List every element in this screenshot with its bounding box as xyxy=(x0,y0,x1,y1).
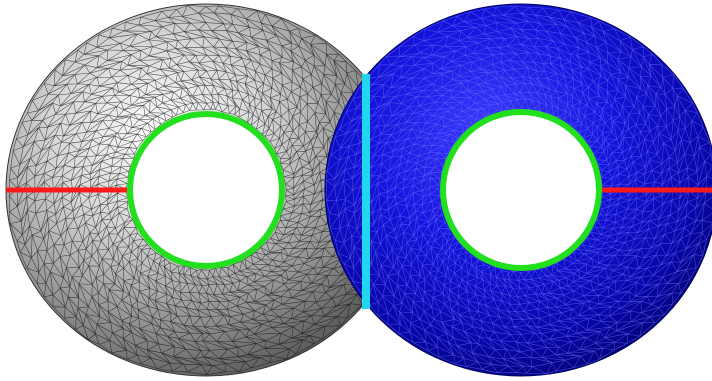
right-torus-mesh xyxy=(325,6,712,375)
left-inner-ring xyxy=(127,111,285,269)
left-torus-mesh xyxy=(9,5,404,375)
right-inner-ring xyxy=(440,109,602,271)
meshLeft-lines xyxy=(9,5,404,375)
meshRight-lines xyxy=(325,6,712,375)
junction-seam xyxy=(362,74,370,309)
